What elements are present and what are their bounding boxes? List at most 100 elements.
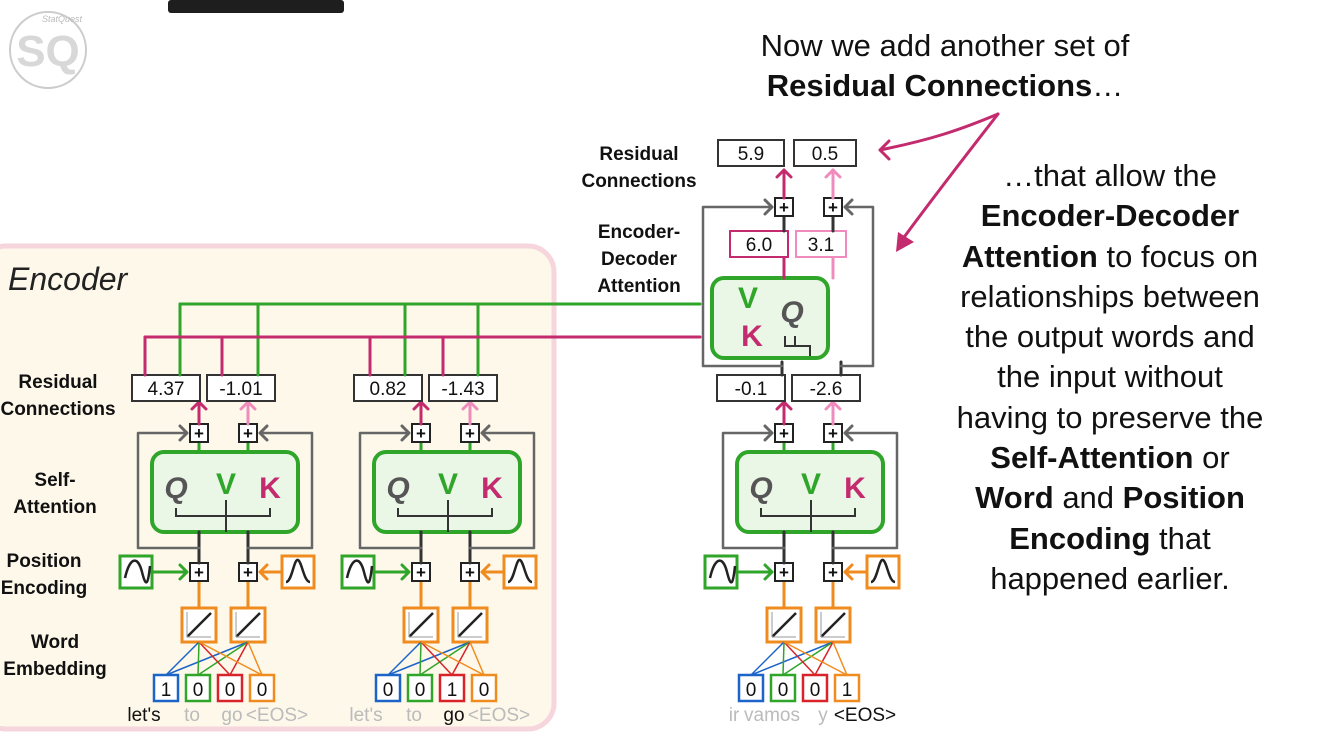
label-self-attention: Self-Attention xyxy=(13,470,96,518)
top-dark-bar xyxy=(168,0,344,13)
position-add-left: + xyxy=(411,562,431,582)
embedding-weight-line xyxy=(420,641,485,676)
key-letter-icon: K xyxy=(844,472,866,505)
explanation-bold: Self-Attention xyxy=(990,440,1194,476)
token-box-border xyxy=(737,673,765,703)
explanation-line: happened earlier. xyxy=(925,559,1295,599)
value-box-border xyxy=(428,374,498,402)
headline-suffix: … xyxy=(1092,68,1124,103)
arrow-head-icon xyxy=(400,424,411,442)
embedding-weight-line xyxy=(229,641,249,676)
token-box: 1 xyxy=(438,673,466,703)
arrow-head-icon xyxy=(843,198,854,216)
cosine-curve xyxy=(285,558,311,584)
residual-value-right: -2.6 xyxy=(791,374,861,402)
embedding-line xyxy=(771,612,797,638)
embedding-weight-line xyxy=(420,641,453,676)
explanation-bold: Position xyxy=(1122,480,1245,516)
query-letter-icon: Q xyxy=(749,472,772,505)
explanation-plain: that xyxy=(1150,520,1211,556)
explanation-bold: Attention xyxy=(961,238,1098,274)
explanation-line: Encoding that xyxy=(925,519,1295,559)
value-label: 4.37 xyxy=(148,379,185,400)
residual-bypass xyxy=(358,431,423,550)
residual-bypass xyxy=(831,431,899,550)
token-box: 0 xyxy=(470,673,498,703)
key-letter-icon: K xyxy=(259,472,281,505)
position-add-right: + xyxy=(460,562,480,582)
token-value: 1 xyxy=(447,680,458,701)
embedding-weight-line xyxy=(783,641,848,676)
input-word: <EOS> xyxy=(834,705,896,726)
explanation-plain: …that allow the xyxy=(1003,158,1217,193)
label-line: Residual xyxy=(599,144,678,165)
label-line: Position xyxy=(7,551,82,572)
enc-dec-attention-border xyxy=(710,276,830,360)
embedding-weight-line xyxy=(165,641,249,676)
label-line: Attention xyxy=(13,497,96,518)
label-line: Connections xyxy=(0,399,115,420)
explanation-plain: the input without xyxy=(997,359,1223,395)
residual-bypass xyxy=(136,431,201,550)
label-line: Decoder xyxy=(601,249,678,270)
logo-caption: StatQuest xyxy=(42,14,83,24)
plus-icon: + xyxy=(828,424,838,443)
explanation-line: relationships between xyxy=(925,277,1295,317)
token-value: 1 xyxy=(842,680,853,701)
token-box: 0 xyxy=(248,673,276,703)
embedding-weight-line xyxy=(750,641,834,676)
embedding-weight-line xyxy=(451,641,471,676)
residual-add-left: + xyxy=(189,423,209,443)
arrow-head-icon xyxy=(178,563,189,581)
token-box-border xyxy=(470,673,498,703)
embedding-weight-line xyxy=(469,641,485,676)
arrow-head-icon xyxy=(775,168,793,179)
token-box-border xyxy=(769,673,797,703)
sine-curve xyxy=(708,559,737,584)
attention-bracket xyxy=(397,508,493,517)
enc-dec-value-right: 3.1 xyxy=(795,230,847,258)
position-encoding-cosine-icon xyxy=(280,554,316,590)
word-embedding-icon xyxy=(451,606,489,644)
final-residual-left: 5.9 xyxy=(717,139,785,167)
cosine-curve xyxy=(870,558,896,584)
final-residual-right: 0.5 xyxy=(793,139,857,167)
residual-add-right: + xyxy=(460,423,480,443)
position-add-right: + xyxy=(238,562,258,582)
explanation-line: having to preserve the xyxy=(925,398,1295,438)
value-box-border xyxy=(353,374,423,402)
value-box-border xyxy=(131,374,201,402)
residual-add-left: + xyxy=(411,423,431,443)
token-value: 0 xyxy=(778,680,789,701)
arrow-head-icon xyxy=(763,563,774,581)
embedding-line xyxy=(186,612,212,638)
token-value: 0 xyxy=(810,680,821,701)
value-box-border xyxy=(717,139,785,167)
logo-ring xyxy=(9,11,87,89)
embedding-weight-line xyxy=(197,641,200,676)
explanation-bold: Encoding xyxy=(1009,520,1151,556)
residual-bypass xyxy=(721,431,786,550)
embedding-line xyxy=(820,612,846,638)
pointer-arrow-head-icon xyxy=(878,139,891,161)
value-letter-icon: V xyxy=(216,468,236,501)
position-encoding-sine-icon xyxy=(118,554,154,590)
embedding-weight-line xyxy=(198,641,263,676)
embedding-weight-line xyxy=(750,641,785,676)
pointer-arrow xyxy=(878,112,1000,152)
value-letter-icon: V xyxy=(801,468,821,501)
plus-icon: + xyxy=(194,424,204,443)
value-label: -2.6 xyxy=(810,379,843,400)
residual-bypass xyxy=(246,431,314,550)
residual-value-left: -0.1 xyxy=(716,374,786,402)
embedding-weight-line xyxy=(198,641,231,676)
residual-value-right: -1.43 xyxy=(428,374,498,402)
word-embedding-icon xyxy=(180,606,218,644)
explanation-bold: Encoder-Decoder xyxy=(980,198,1240,234)
